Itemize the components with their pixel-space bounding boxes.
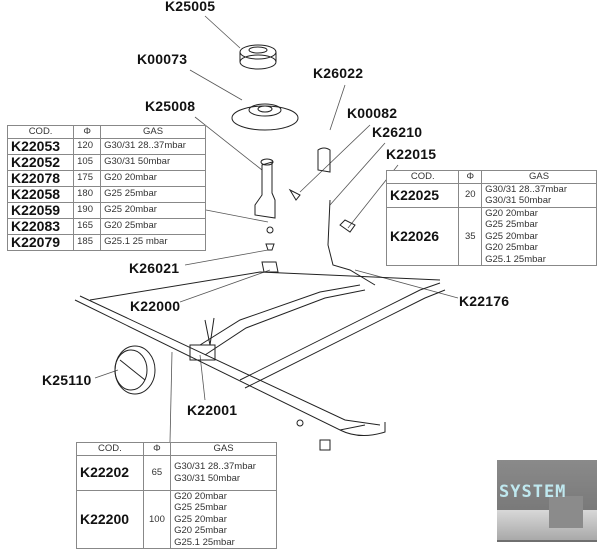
col-phi: Φ bbox=[142, 442, 172, 456]
part-label-k25110: K25110 bbox=[42, 372, 92, 388]
part-label-k22176: K22176 bbox=[459, 293, 510, 309]
col-code: COD. bbox=[76, 442, 144, 456]
part-label-k22000: K22000 bbox=[130, 298, 181, 314]
col-code: COD. bbox=[6, 125, 75, 139]
part-label-k22001: K22001 bbox=[187, 402, 238, 418]
col-phi: Φ bbox=[458, 170, 483, 184]
thermocouple-drawing bbox=[327, 199, 376, 286]
knob-drawing bbox=[114, 345, 156, 395]
part-label-k26022: K26022 bbox=[313, 65, 364, 81]
part-label-k26210: K26210 bbox=[372, 124, 423, 140]
pilot-drawing bbox=[339, 219, 356, 233]
leader-lines bbox=[94, 15, 459, 443]
part-label-k25008: K25008 bbox=[145, 98, 196, 114]
flame-spreader-drawing bbox=[231, 103, 299, 131]
col-gas: GAS bbox=[100, 125, 206, 139]
shield-drawing bbox=[317, 147, 331, 173]
part-label-k22015: K22015 bbox=[386, 146, 437, 162]
part-label-k26021: K26021 bbox=[129, 260, 180, 276]
col-phi: Φ bbox=[73, 125, 102, 139]
part-label-k25005: K25005 bbox=[165, 0, 216, 14]
col-code: COD. bbox=[385, 170, 460, 184]
col-gas: GAS bbox=[481, 170, 597, 184]
burner-body-drawing bbox=[254, 158, 276, 219]
burner-cap-drawing bbox=[239, 44, 277, 70]
clip-drawing bbox=[288, 188, 301, 201]
logo-text: SYSTEM bbox=[499, 482, 567, 502]
part-label-k00073: K00073 bbox=[137, 51, 188, 67]
col-gas: GAS bbox=[170, 442, 277, 456]
logo-notch bbox=[549, 496, 583, 528]
gas-manifold-drawing bbox=[74, 271, 446, 451]
part-label-k00082: K00082 bbox=[347, 105, 398, 121]
system4-logo: SYSTEM bbox=[497, 460, 597, 542]
